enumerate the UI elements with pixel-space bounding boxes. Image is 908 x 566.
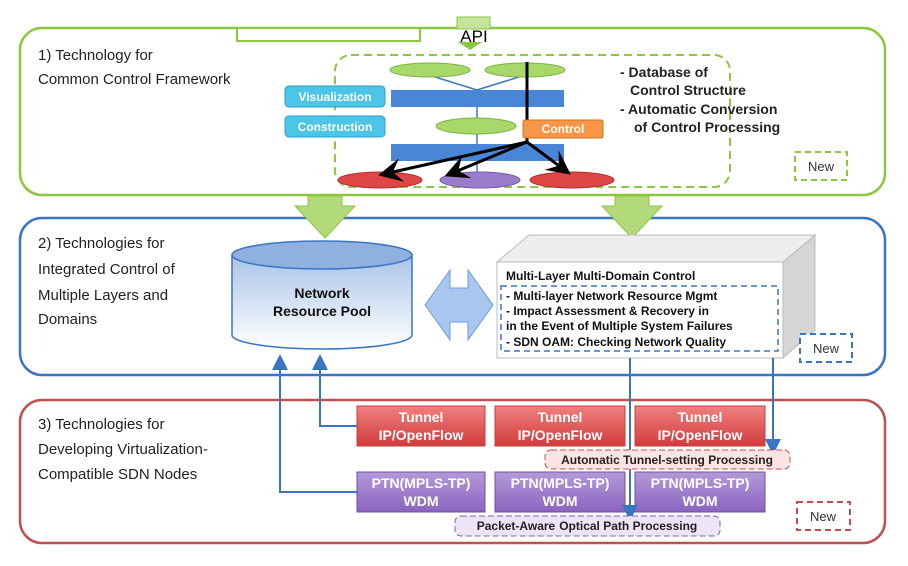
api-bar: [236, 27, 421, 42]
svg-text:Automatic Tunnel-setting Proce: Automatic Tunnel-setting Processing: [561, 453, 773, 467]
svg-text:PTN(MPLS-TP)WDM: PTN(MPLS-TP)WDM: [372, 475, 471, 509]
node-ellipse-red: [529, 171, 615, 189]
node-ellipse-red: [337, 171, 423, 189]
svg-text:PTN(MPLS-TP)WDM: PTN(MPLS-TP)WDM: [651, 475, 750, 509]
section2-title: 2) Technologies for Integrated Control o…: [38, 235, 179, 328]
construction-label: Construction: [298, 120, 373, 134]
ptn-node-2: PTN(MPLS-TP)WDM: [494, 471, 626, 513]
green-arrow-icon: [293, 195, 357, 239]
api-arrow-icon: [458, 42, 482, 50]
node-ellipse: [484, 62, 566, 78]
double-arrow-icon: [424, 268, 494, 342]
control-title: Multi-Layer Multi-Domain Control: [506, 269, 695, 283]
api-label: API: [460, 27, 487, 46]
node-ellipse: [389, 62, 471, 78]
api-tab: [456, 16, 491, 30]
new-badge: [796, 501, 851, 531]
new-badge-label: New: [813, 341, 840, 356]
svg-text:PTN(MPLS-TP)WDM: PTN(MPLS-TP)WDM: [511, 475, 610, 509]
ptn-node-3: PTN(MPLS-TP)WDM: [634, 471, 766, 513]
node-ellipse: [435, 117, 517, 135]
multi-layer-control-box: Multi-Layer Multi-Domain Control - Multi…: [495, 233, 817, 360]
connector-line: [272, 354, 357, 493]
control-label: Control: [542, 122, 585, 136]
svg-text:- Multi-layer Network Resource: - Multi-layer Network Resource Mgmt - Im…: [506, 289, 736, 349]
green-arrow-icon: [600, 195, 664, 239]
automatic-tunnel-setting-overlay: Automatic Tunnel-setting Processing: [544, 449, 791, 470]
construction-box: [284, 115, 386, 138]
section-sdn-nodes: 3) Technologies for Developing Virtualiz…: [18, 354, 887, 545]
section3-title: 3) Technologies for Developing Virtualiz…: [38, 416, 212, 483]
section1-notes: - Database of Control Structure - Automa…: [620, 64, 781, 135]
new-badge: [799, 333, 853, 363]
new-badge-label: New: [808, 159, 835, 174]
layer-bar: [391, 90, 564, 107]
visualization-label: Visualization: [298, 90, 371, 104]
section-integrated-control: 2) Technologies for Integrated Control o…: [18, 195, 887, 377]
new-badge: [794, 151, 848, 181]
connector-line: [312, 354, 357, 427]
visualization-box: [284, 85, 386, 108]
new-badge-label: New: [810, 509, 837, 524]
control-box: [522, 119, 604, 139]
ptn-node-1: PTN(MPLS-TP)WDM: [356, 471, 486, 513]
